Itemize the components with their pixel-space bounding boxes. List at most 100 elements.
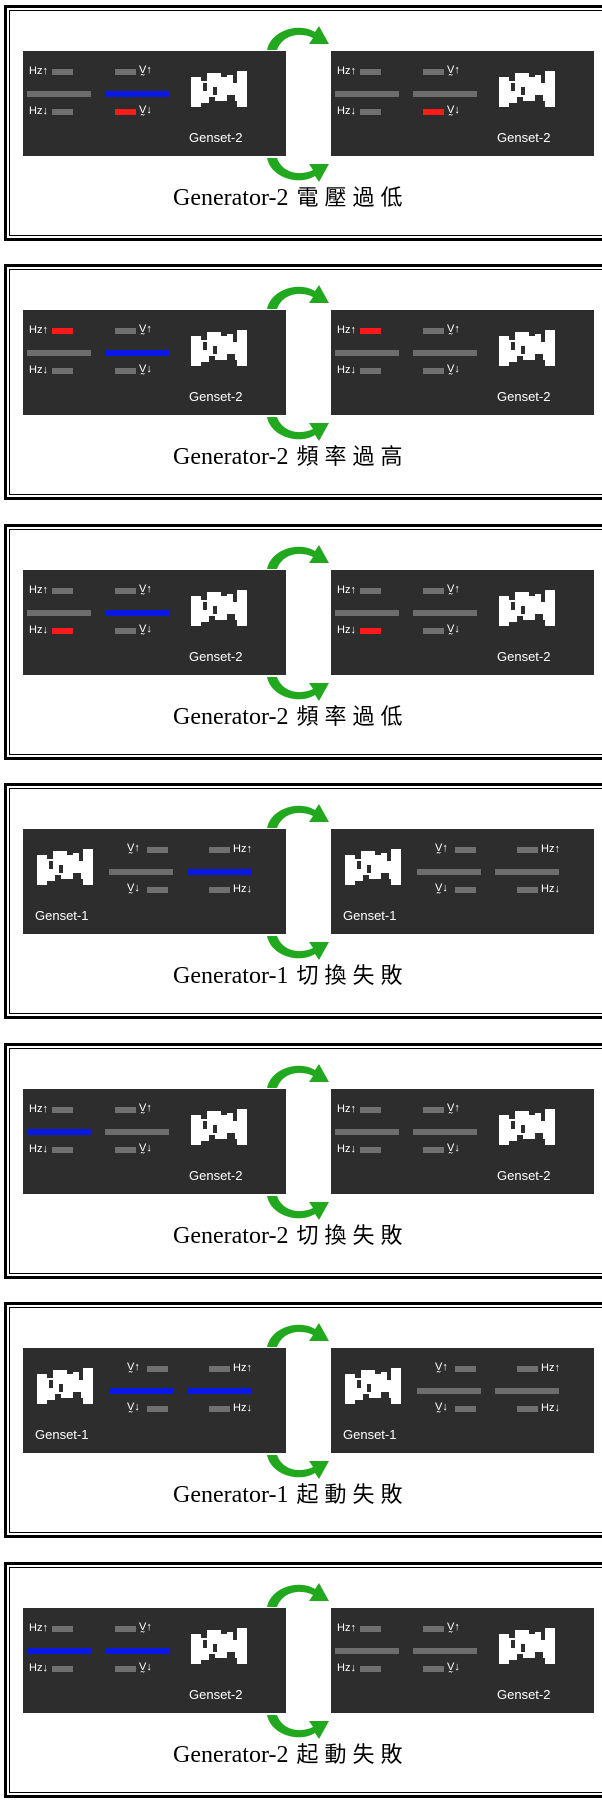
hz-up-indicator (52, 328, 73, 334)
hz-down-indicator (52, 368, 73, 374)
hz-up-indicator (52, 588, 73, 594)
hz-down-indicator (52, 109, 73, 115)
hz-up-label: Hz↑ (337, 1622, 356, 1634)
hz-down-indicator (517, 1406, 538, 1412)
hz-up-label: Hz↑ (541, 1362, 560, 1374)
hz-up-indicator (360, 588, 381, 594)
v-up-label: V̰↑ (447, 1621, 460, 1633)
hz-up-label: Hz↑ (29, 1622, 48, 1634)
v-down-indicator (147, 1406, 168, 1412)
genset-icon (345, 1368, 401, 1404)
status-panel: Hz↑Hz↓V̰↑V̰↓Genset-2 (23, 1608, 286, 1713)
v-down-label: V̰↓ (447, 104, 460, 116)
voltage-status-bar (109, 1388, 173, 1394)
v-up-indicator (147, 847, 168, 853)
genset-icon (37, 849, 93, 885)
v-up-indicator (455, 847, 476, 853)
voltage-status-bar (417, 1388, 481, 1394)
v-up-indicator (423, 1626, 444, 1632)
voltage-status-bar (105, 1129, 169, 1135)
caption-generator: Generator-2 (173, 444, 289, 470)
hz-up-indicator (360, 1107, 381, 1113)
voltage-status-bar (413, 610, 477, 616)
hz-down-indicator (209, 887, 230, 893)
caption-alarm-type: 切換失敗 (296, 1224, 409, 1249)
v-down-label: V̰↓ (139, 1661, 152, 1673)
hz-down-label: Hz↓ (29, 1143, 48, 1155)
status-panel: Hz↑Hz↓V̰↑V̰↓Genset-2 (331, 1089, 594, 1194)
hz-down-label: Hz↓ (29, 1662, 48, 1674)
voltage-status-bar (413, 91, 477, 97)
caption-generator: Generator-2 (173, 185, 289, 211)
hz-status-bar (27, 1129, 91, 1135)
status-panel: Hz↑Hz↓V̰↑V̰↓Genset-2 (23, 570, 286, 675)
hz-down-label: Hz↓ (337, 364, 356, 376)
genset-icon (37, 1368, 93, 1404)
hz-status-bar (187, 869, 251, 875)
genset-label: Genset-2 (189, 1168, 243, 1183)
hz-up-indicator (52, 1107, 73, 1113)
v-down-label: V̰↓ (127, 1401, 140, 1413)
v-up-indicator (115, 588, 136, 594)
genset-icon (191, 1109, 247, 1145)
v-up-label: V̰↑ (127, 1361, 140, 1373)
swap-arrow-top-icon (267, 804, 329, 828)
hz-up-indicator (517, 1366, 538, 1372)
caption-generator: Generator-1 (173, 963, 289, 989)
hz-down-label: Hz↓ (29, 364, 48, 376)
hz-status-bar (335, 91, 399, 97)
v-up-label: V̰↑ (435, 1361, 448, 1373)
v-up-indicator (423, 69, 444, 75)
hz-down-indicator (517, 887, 538, 893)
hz-down-label: Hz↓ (29, 105, 48, 117)
status-panel: Hz↑Hz↓V̰↑V̰↓Genset-2 (331, 570, 594, 675)
hz-up-label: Hz↑ (29, 65, 48, 77)
genset-label: Genset-2 (497, 649, 551, 664)
swap-arrow-bottom-icon (267, 158, 329, 182)
genset-icon (191, 330, 247, 366)
hz-status-bar (335, 1648, 399, 1654)
hz-status-bar (495, 869, 559, 875)
swap-arrow-bottom-icon (267, 417, 329, 441)
v-down-indicator (423, 628, 444, 634)
hz-status-bar (27, 350, 91, 356)
v-down-label: V̰↓ (447, 363, 460, 375)
hz-status-bar (335, 350, 399, 356)
hz-up-label: Hz↑ (541, 843, 560, 855)
hz-up-label: Hz↑ (29, 584, 48, 596)
v-up-indicator (423, 328, 444, 334)
genset-label: Genset-2 (189, 389, 243, 404)
voltage-status-bar (105, 91, 169, 97)
v-up-label: V̰↑ (447, 1102, 460, 1114)
hz-up-indicator (517, 847, 538, 853)
v-up-label: V̰↑ (139, 64, 152, 76)
v-down-indicator (147, 887, 168, 893)
hz-down-indicator (360, 368, 381, 374)
v-up-label: V̰↑ (447, 583, 460, 595)
genset-label: Genset-1 (343, 1427, 397, 1442)
caption-generator: Generator-1 (173, 1482, 289, 1508)
v-up-label: V̰↑ (435, 842, 448, 854)
genset-icon (499, 590, 555, 626)
v-up-indicator (115, 1626, 136, 1632)
genset-label: Genset-2 (497, 130, 551, 145)
hz-up-label: Hz↑ (29, 324, 48, 336)
swap-arrow-bottom-icon (267, 936, 329, 960)
v-down-label: V̰↓ (139, 623, 152, 635)
status-panel: Hz↑Hz↓V̰↑V̰↓Genset-2 (23, 51, 286, 156)
hz-down-indicator (360, 109, 381, 115)
status-panel: Hz↑Hz↓V̰↑V̰↓Genset-2 (331, 310, 594, 415)
hz-up-label: Hz↑ (233, 1362, 252, 1374)
genset-label: Genset-2 (497, 1168, 551, 1183)
v-down-indicator (455, 1406, 476, 1412)
voltage-status-bar (417, 869, 481, 875)
v-up-indicator (115, 1107, 136, 1113)
genset-label: Genset-2 (189, 649, 243, 664)
